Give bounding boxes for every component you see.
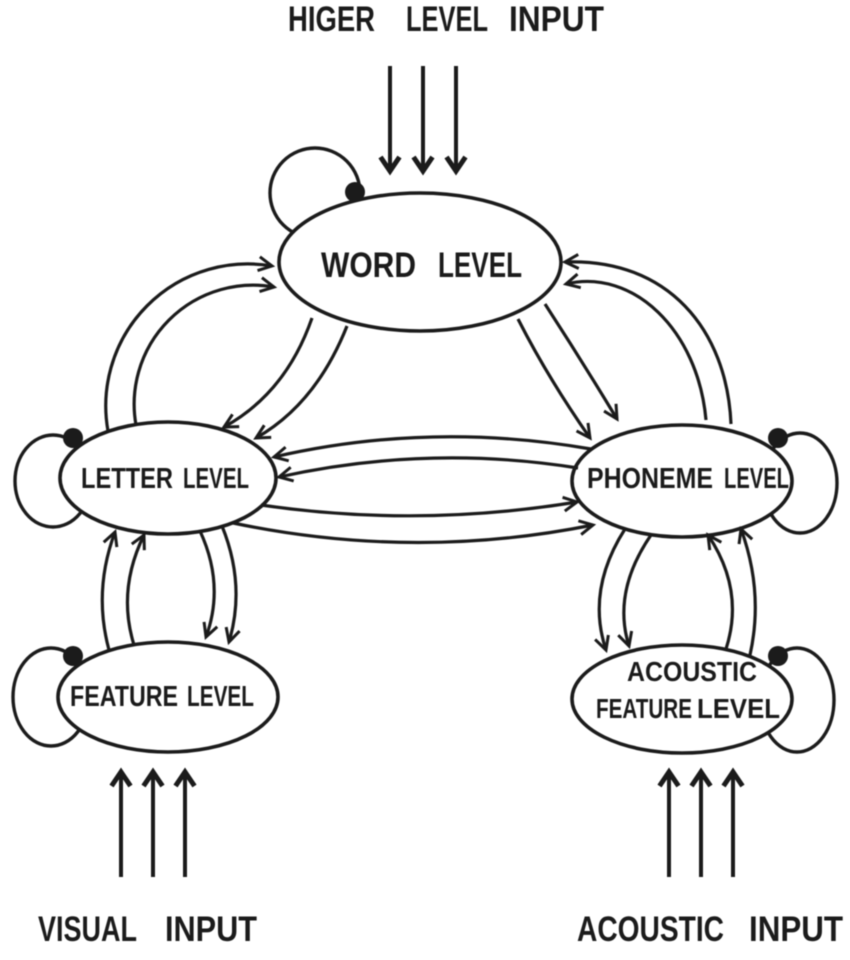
- svg-text:LEVEL: LEVEL: [438, 245, 522, 285]
- svg-text:HIGER: HIGER: [288, 0, 375, 39]
- svg-text:WORD: WORD: [321, 245, 416, 285]
- svg-text:VISUAL: VISUAL: [38, 909, 137, 949]
- svg-text:ACOUSTIC: ACOUSTIC: [577, 909, 724, 949]
- svg-text:INPUT: INPUT: [749, 909, 843, 949]
- svg-text:LEVEL: LEVEL: [187, 681, 254, 713]
- svg-text:FEATURE: FEATURE: [70, 681, 178, 713]
- svg-text:INPUT: INPUT: [509, 0, 604, 39]
- svg-text:LEVEL: LEVEL: [183, 463, 249, 495]
- svg-text:LETTER: LETTER: [81, 463, 173, 495]
- svg-text:LEVEL: LEVEL: [406, 0, 488, 39]
- svg-text:ACOUSTIC: ACOUSTIC: [627, 656, 757, 687]
- svg-text:PHONEME: PHONEME: [587, 463, 713, 495]
- svg-text:INPUT: INPUT: [165, 909, 257, 949]
- svg-text:LEVEL: LEVEL: [724, 463, 789, 495]
- svg-text:LEVEL: LEVEL: [697, 693, 780, 724]
- svg-text:FEATURE: FEATURE: [596, 693, 692, 724]
